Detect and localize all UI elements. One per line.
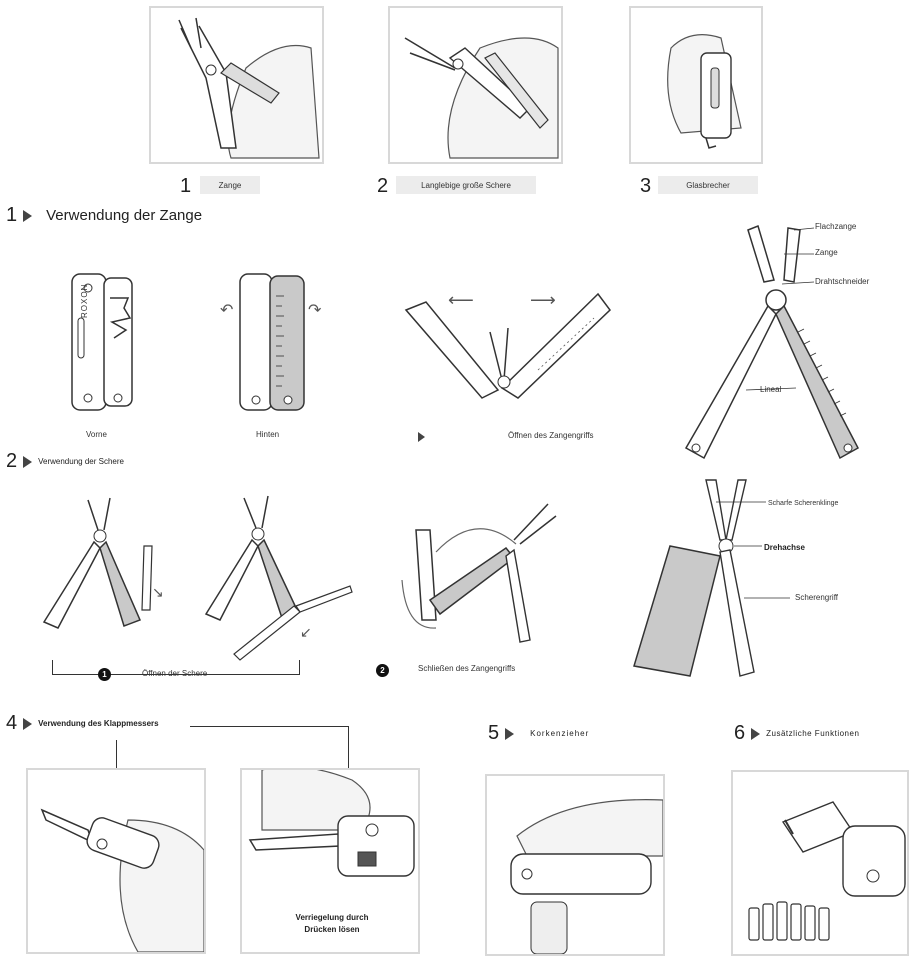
illustration-knife-unlock: Verriegelung durch Drücken lösen (240, 768, 420, 954)
caption-zange: Zange (200, 176, 260, 194)
section-number: 2 (6, 450, 18, 472)
tool-back-view (236, 266, 308, 418)
section-title: Zusätzliche Funktionen (766, 729, 860, 738)
connector-line (116, 740, 117, 770)
label-blade: Scharfe Scherenklinge (768, 500, 839, 507)
triangle-bullet-icon (23, 455, 33, 468)
step-badge-2: 2 (376, 664, 389, 677)
illustration-scissors-in-hand (388, 6, 563, 164)
section-number: 5 (488, 722, 500, 744)
label-pivot: Drehachse (764, 543, 805, 552)
step-badge-1: 1 (98, 668, 111, 681)
triangle-bullet-icon (505, 727, 515, 740)
section-6-heading: 6 Zusätzliche Funktionen (734, 722, 859, 745)
tool-scissors-step-a (40, 490, 180, 630)
tool-scissors-step-c (396, 500, 566, 650)
section-number: 1 (6, 204, 18, 226)
illustration-knife-in-hand (26, 768, 206, 954)
illustration-pliers-in-hand (149, 6, 324, 164)
section-4-heading: 4 Verwendung des Klappmessers (6, 712, 159, 735)
label-open-scissors: Öffnen der Schere (142, 669, 208, 678)
rotate-right-arrow-icon: ↷ (308, 302, 322, 319)
tool-scissors-labeled (630, 476, 790, 686)
illustration-glass-breaker (629, 6, 763, 164)
brand-logo: ROXON (80, 283, 89, 318)
triangle-bullet-icon (23, 717, 33, 730)
arrow-right-icon: ⟶ (530, 290, 556, 310)
label-unlock: Verriegelung durch Drücken lösen (295, 913, 369, 934)
step-number-3: 3 (640, 175, 652, 197)
label-open-grip: Öffnen des Zangengriffs (508, 431, 594, 440)
section-title: Verwendung der Schere (38, 457, 124, 466)
tool-scissors-step-b (200, 488, 360, 668)
illustration-additional-functions (731, 770, 909, 956)
section-title: Verwendung der Zange (46, 207, 203, 224)
label-lineal: Lineal (760, 385, 782, 394)
bracket-line (52, 660, 300, 675)
illustration-corkscrew (485, 774, 665, 956)
label-zange: Zange (815, 248, 838, 257)
label-back: Hinten (256, 430, 280, 439)
section-number: 6 (734, 722, 746, 744)
label-drahtschneider: Drahtschneider (815, 277, 870, 286)
label-front: Vorne (86, 430, 107, 439)
caption-scissors: Langlebige große Schere (396, 176, 536, 194)
label-flachzange: Flachzange (815, 222, 857, 231)
section-5-heading: 5 Korkenzieher (488, 722, 589, 745)
arrow-icon: ↙ (300, 624, 312, 640)
label-close-grip: Schließen des Zangengriffs (418, 664, 516, 673)
connector-line (190, 726, 349, 771)
section-title: Verwendung des Klappmessers (38, 719, 159, 728)
triangle-bullet-icon (751, 727, 761, 740)
tool-opening-grips (398, 280, 618, 410)
step-number-2: 2 (377, 175, 389, 197)
arrow-left-icon: ⟵ (448, 290, 474, 310)
step-number-1: 1 (180, 175, 192, 197)
section-2-heading: 2 Verwendung der Schere (6, 450, 124, 473)
caption-glass-breaker: Glasbrecher (658, 176, 758, 194)
tool-pliers-labeled (676, 222, 876, 466)
rotate-left-arrow-icon: ↶ (220, 302, 234, 319)
triangle-bullet-icon (23, 209, 33, 222)
label-grip: Scherengriff (795, 593, 838, 602)
arrow-icon: ↘ (152, 584, 164, 600)
section-1-heading: 1 Verwendung der Zange (6, 204, 202, 227)
triangle-bullet-icon (418, 432, 425, 442)
section-title: Korkenzieher (530, 729, 590, 738)
tool-front-view (68, 268, 138, 418)
section-number: 4 (6, 712, 18, 734)
